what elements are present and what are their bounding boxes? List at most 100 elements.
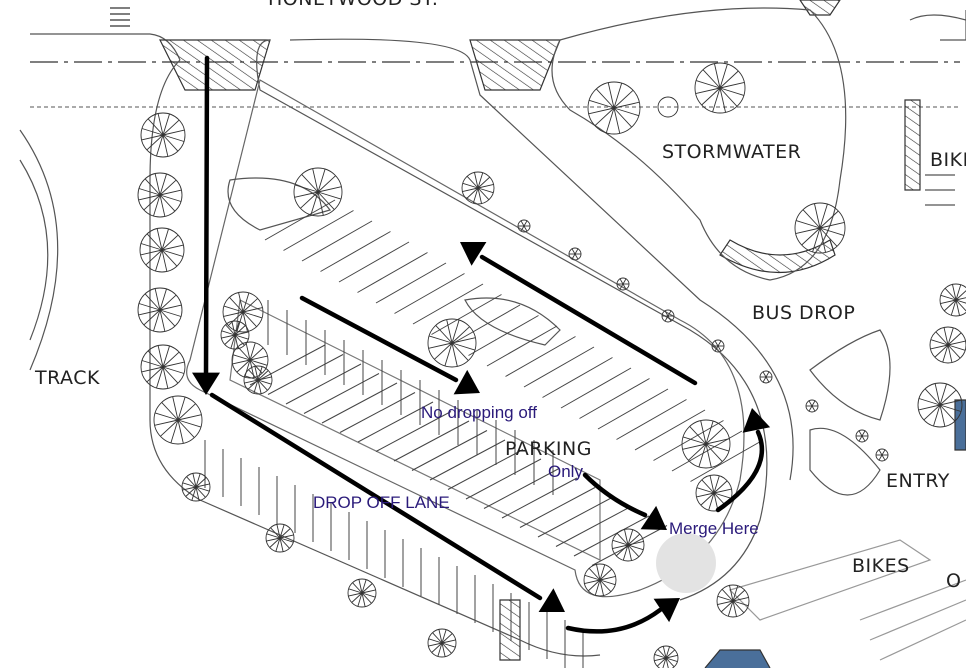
parking-stall-line bbox=[412, 283, 484, 325]
stormwater-area bbox=[551, 7, 847, 281]
parking-stall-line bbox=[537, 496, 614, 538]
no-dropping-off-note: No dropping off bbox=[421, 403, 537, 422]
tree-icon bbox=[939, 283, 966, 317]
only-note: Only bbox=[548, 462, 583, 481]
parking-stall-line bbox=[468, 315, 539, 356]
drop-off-lane-note: DROP OFF LANE bbox=[313, 493, 450, 512]
arrowhead-icon bbox=[640, 505, 667, 530]
shrub-icon bbox=[568, 247, 582, 261]
flow-arrow-merge-turn bbox=[565, 598, 680, 634]
street-curb bbox=[30, 33, 181, 61]
merge-point-marker bbox=[656, 533, 716, 593]
flow-arrow-drop-off-lane bbox=[209, 392, 565, 612]
parking-stall-line bbox=[285, 363, 362, 405]
parking-stall-line bbox=[555, 506, 632, 547]
tree-icon bbox=[653, 645, 679, 668]
shrub-icon bbox=[616, 277, 630, 291]
parking-stall-line bbox=[411, 430, 488, 471]
tree-icon bbox=[222, 291, 264, 333]
tree-icon bbox=[427, 318, 477, 368]
tree-icon bbox=[917, 382, 963, 428]
tree-icon bbox=[265, 523, 295, 553]
parking-stall-line bbox=[357, 252, 428, 293]
flow-arrow-parking-merge bbox=[582, 472, 667, 530]
flow-arrow-parking-in bbox=[299, 295, 480, 395]
shrub-icon bbox=[875, 448, 889, 462]
shrub-icon bbox=[517, 219, 531, 233]
tree-icon bbox=[220, 320, 250, 350]
tree-icon bbox=[137, 172, 183, 218]
entry-label: ENTRY bbox=[886, 470, 950, 492]
parking-stall-line bbox=[339, 392, 416, 433]
parking-stall-line bbox=[505, 336, 576, 377]
parking-stall-line bbox=[519, 487, 596, 528]
merge-here-note: Merge Here bbox=[669, 519, 759, 538]
parking-stall-line bbox=[429, 439, 506, 481]
parking-stall-line bbox=[579, 378, 650, 419]
parking-stall-line bbox=[320, 231, 391, 272]
parking-stall-line bbox=[486, 325, 558, 367]
parking-stall-line bbox=[393, 420, 470, 462]
parking-stall-line bbox=[501, 477, 578, 519]
tree-icon bbox=[587, 81, 641, 135]
parking-stall-line bbox=[375, 262, 447, 304]
shrub-icon bbox=[711, 339, 725, 353]
tree-icon bbox=[583, 563, 617, 597]
parking-stall-line bbox=[597, 388, 669, 430]
tree-icon bbox=[694, 62, 746, 114]
tree-icon bbox=[293, 167, 343, 217]
tree-icon bbox=[794, 202, 846, 254]
shrub-icon bbox=[661, 309, 675, 323]
arrowhead-icon bbox=[653, 598, 680, 623]
arrowhead-icon bbox=[453, 369, 480, 395]
parking-stall-line bbox=[394, 273, 465, 314]
parking-stall-line bbox=[671, 430, 743, 472]
tree-icon bbox=[611, 528, 645, 562]
parking-stall-line bbox=[449, 304, 521, 346]
tree-icon bbox=[181, 472, 211, 502]
parking-stall-line bbox=[283, 210, 354, 251]
tree-icon bbox=[427, 628, 457, 658]
manhole-icon bbox=[657, 96, 679, 118]
parking-stall-line bbox=[249, 344, 326, 386]
tree-icon bbox=[139, 227, 185, 273]
parking-stall-line bbox=[634, 409, 706, 451]
parking-stall-line bbox=[653, 420, 724, 461]
tree-icon bbox=[929, 326, 966, 364]
parking-stall-line bbox=[465, 458, 542, 500]
parking-stall-line bbox=[264, 199, 336, 241]
hatched-crosswalk-right bbox=[469, 39, 561, 91]
parking-stall-line bbox=[483, 468, 560, 509]
tree-icon bbox=[716, 584, 750, 618]
bikes-label: BIKES bbox=[852, 555, 910, 577]
parking-stall-line bbox=[338, 241, 410, 283]
parking-stall-line bbox=[690, 441, 761, 482]
parking-stall-line bbox=[321, 382, 398, 424]
tree-icon bbox=[153, 395, 203, 445]
track-label: TRACK bbox=[35, 367, 100, 389]
tree-icon bbox=[140, 112, 186, 158]
stormwater-label: STORMWATER bbox=[662, 141, 802, 163]
partial-label: O bbox=[946, 570, 962, 592]
tree-icon bbox=[681, 419, 731, 469]
flow-arrow-entry-down bbox=[192, 55, 220, 395]
arrowhead-icon bbox=[460, 242, 487, 266]
shrub-icon bbox=[855, 429, 869, 443]
parking-stall-line bbox=[267, 354, 344, 395]
parking-stall-line bbox=[523, 346, 595, 388]
shrub-icon bbox=[759, 370, 773, 384]
arrowhead-icon bbox=[742, 408, 771, 433]
bike-label: BIKE bbox=[930, 149, 966, 171]
tree-icon bbox=[461, 171, 495, 205]
parking-stall-line bbox=[542, 357, 613, 398]
shrub-icon bbox=[805, 399, 819, 413]
arrowhead-icon bbox=[192, 372, 220, 395]
parking-stall-line bbox=[616, 399, 687, 440]
tree-icon bbox=[243, 365, 273, 395]
street-name-label: HONEYWOOD ST. bbox=[268, 0, 438, 9]
arrowhead-icon bbox=[538, 588, 565, 612]
parking-stall-line bbox=[303, 373, 380, 414]
hatched-crosswalk-left bbox=[159, 39, 271, 91]
